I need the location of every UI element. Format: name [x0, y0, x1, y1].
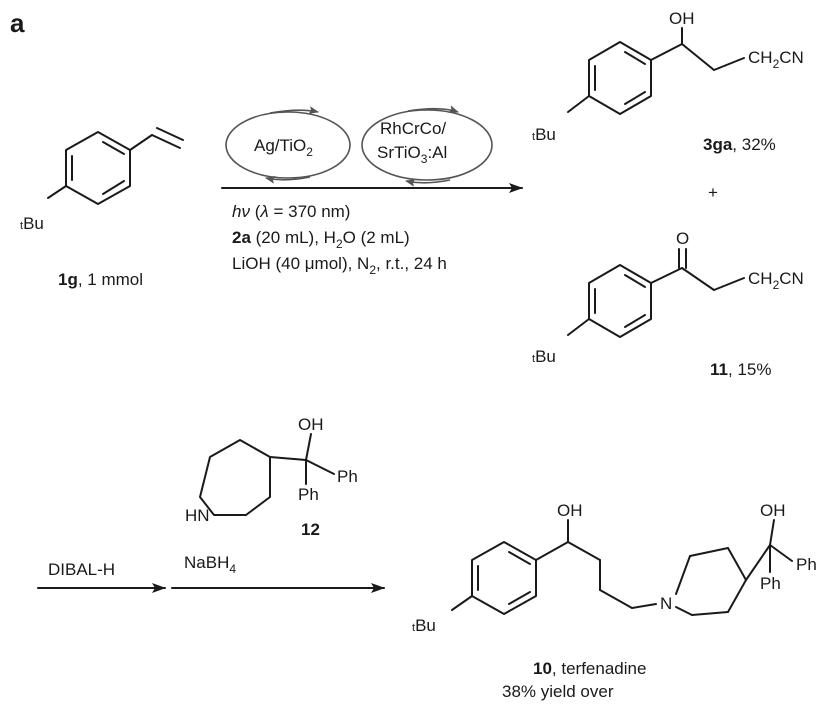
label-10: 10, terfenadine [533, 659, 646, 678]
oh2-10: OH [760, 501, 786, 520]
label-1g: 1g, 1 mmol [58, 270, 143, 289]
oh-12: OH [298, 415, 324, 434]
structure-10: OH N OH Ph Ph tBu [412, 501, 817, 635]
label-12: 12 [301, 520, 320, 539]
catalyst-rhcrco: RhCrCo/ [380, 119, 446, 138]
yield-10: 38% yield over [502, 682, 614, 701]
label-3ga: 3ga, 32% [703, 135, 776, 154]
condition-base: LiOH (40 μmol), N2, r.t., 24 h [232, 254, 447, 277]
structure-12: OH Ph Ph HN [185, 415, 358, 525]
tbu-label-1g: Bu [23, 214, 44, 233]
label-11: 11, 15% [710, 360, 771, 379]
carbonyl-o-11: O [676, 229, 689, 248]
svg-text:CH2CN: CH2CN [748, 269, 804, 292]
svg-text:SrTiO3:Al: SrTiO3:Al [377, 143, 447, 166]
svg-text:tBu: tBu [532, 347, 556, 366]
oh1-10: OH [557, 501, 583, 520]
structure-11: O CH2CN tBu [532, 229, 804, 366]
condition-light: hν (λ = 370 nm) [232, 202, 350, 221]
ph2-12: Ph [298, 485, 319, 504]
structure-3ga: OH CH2CN tBu [532, 9, 804, 144]
catalyst-cycle-left: Ag/TiO2 [225, 106, 351, 184]
svg-text:CH2CN: CH2CN [748, 48, 804, 71]
condition-solvent: 2a (20 mL), H2O (2 mL) [232, 228, 410, 251]
ch2cn-3ga: CH [748, 48, 773, 67]
tbu-label-3ga: Bu [535, 125, 556, 144]
plus-sign: + [708, 183, 718, 202]
tbu-label-10: Bu [415, 616, 436, 635]
ph1-10: Ph [796, 555, 817, 574]
ch2cn-11: CH [748, 269, 773, 288]
catalyst-cycle-right: RhCrCo/ SrTiO3:Al [361, 105, 493, 187]
panel-label: a [10, 8, 25, 38]
svg-text:tBu: tBu [532, 125, 556, 144]
ph1-12: Ph [337, 467, 358, 486]
svg-text:tBu: tBu [412, 616, 436, 635]
svg-text:tBu: tBu [20, 214, 44, 233]
svg-text:Ag/TiO2: Ag/TiO2 [254, 136, 313, 159]
tbu-label-11: Bu [535, 347, 556, 366]
n-10: N [660, 594, 672, 613]
structure-1g: tBu [20, 127, 184, 233]
hn-12: HN [185, 506, 210, 525]
reagent-dibal-h: DIBAL-H [48, 560, 115, 579]
tbu-sup: t [20, 220, 23, 232]
ph2-10: Ph [760, 574, 781, 593]
catalyst-ag-tio2: Ag/TiO [254, 136, 306, 155]
reagent-nabh4: NaBH4 [184, 553, 236, 576]
catalyst-srtio3: SrTiO [377, 143, 421, 162]
oh-3ga: OH [669, 9, 695, 28]
